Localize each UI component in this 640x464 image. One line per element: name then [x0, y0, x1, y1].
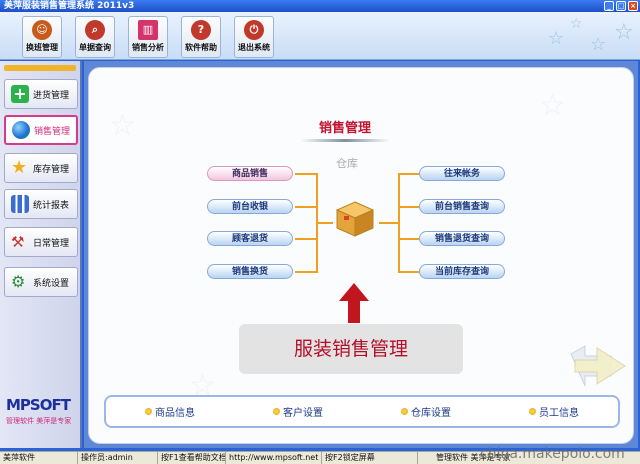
status-website: http://www.mpsoft.net: [226, 452, 322, 464]
logo-slogan: 管理软件 美萍是专家: [6, 417, 72, 425]
toolbar-label: 换班管理: [26, 43, 58, 52]
status-lock-hint: 按F2锁定屏幕: [322, 452, 418, 464]
sales-return-query-button[interactable]: 销售退货查询: [419, 231, 505, 246]
magnifier-icon: ⌕: [85, 20, 105, 40]
front-cashier-button[interactable]: 前台收银: [207, 199, 293, 214]
goods-info-link[interactable]: 商品信息: [145, 404, 195, 419]
customer-return-button[interactable]: 顾客退货: [207, 231, 293, 246]
sales-exchange-button[interactable]: 销售换货: [207, 264, 293, 279]
decorative-star-icon: ☆: [570, 16, 583, 32]
nav-label: 系统设置: [33, 278, 70, 289]
maximize-icon[interactable]: □: [616, 1, 626, 11]
tools-icon: ⚒: [11, 233, 25, 251]
accounts-button[interactable]: 往来帐务: [419, 166, 505, 181]
exit-icon: ⏻: [244, 20, 264, 40]
close-icon[interactable]: ×: [628, 1, 638, 11]
warehouse-settings-link[interactable]: 仓库设置: [401, 404, 451, 419]
page-title: 销售管理: [299, 118, 391, 142]
toolbar-shift-button[interactable]: ☺ 换班管理: [22, 16, 62, 58]
gear-icon: ⚙: [11, 272, 26, 291]
toolbar-query-button[interactable]: ⌕ 单据查询: [75, 16, 115, 58]
warehouse-box-icon[interactable]: [335, 200, 375, 238]
bullet-icon: [273, 408, 280, 415]
stock-query-button[interactable]: 当前库存查询: [419, 264, 505, 279]
content-canvas: ☆ ☆ ☆ 销售管理 商品销售 前台收银 顾客退货 销售换货 往来帐务 前台销售…: [88, 67, 634, 444]
users-icon: ☺: [32, 20, 52, 40]
toolbar-label: 单据查询: [79, 43, 111, 52]
status-slogan: 管理软件 美萍是专家: [436, 453, 511, 462]
window-controls: _ □ ×: [604, 1, 638, 11]
nav-label: 日常管理: [33, 238, 70, 249]
window-titlebar: 美萍服装销售管理系统 2011v3 _ □ ×: [0, 0, 640, 12]
main-panel: ☆ ☆ ☆ 销售管理 商品销售 前台收银 顾客退货 销售换货 往来帐务 前台销售…: [84, 61, 638, 448]
decorative-star-icon: ☆: [548, 28, 565, 49]
quick-links-bar: 商品信息 客户设置 仓库设置 员工信息: [104, 395, 620, 428]
link-label: 商品信息: [155, 408, 195, 419]
toolbar-help-button[interactable]: ? 软件帮助: [181, 16, 221, 58]
nav-item-settings[interactable]: ⚙ 系统设置: [4, 267, 78, 297]
staff-info-link[interactable]: 员工信息: [529, 404, 579, 419]
nav-item-sales[interactable]: 销售管理: [4, 115, 78, 145]
warehouse-label: 仓库: [336, 157, 358, 170]
connector-lines: [295, 173, 419, 273]
report-icon: [11, 195, 29, 213]
star-icon: ★: [11, 157, 28, 178]
toolbar-analysis-button[interactable]: ▥ 销售分析: [128, 16, 168, 58]
minimize-icon[interactable]: _: [604, 1, 614, 11]
bar-chart-icon: ▥: [138, 20, 158, 40]
nav-item-purchase[interactable]: + 进货管理: [4, 79, 78, 109]
status-operator: 操作员:admin: [78, 452, 158, 464]
brand-logo: MPSOFT 管理软件 美萍是专家: [6, 396, 71, 426]
site-watermark: china.makepolo.com: [480, 446, 625, 462]
status-app: 美萍软件: [0, 452, 78, 464]
logo-wordmark: MPSOFT: [6, 396, 71, 414]
status-bar: 美萍软件 操作员:admin 按F1查看帮助文档 http://www.mpso…: [0, 451, 640, 464]
left-navigation: + 进货管理 销售管理 ★ 库存管理 统计报表 ⚒ 日常管理 ⚙ 系统设置 MP…: [0, 61, 82, 448]
globe-icon: [12, 121, 30, 139]
nav-item-reports[interactable]: 统计报表: [4, 189, 78, 219]
plus-icon: +: [11, 85, 29, 103]
nav-top-divider: [4, 65, 76, 71]
sales-goods-button[interactable]: 商品销售: [207, 166, 293, 181]
link-label: 客户设置: [283, 408, 323, 419]
link-label: 仓库设置: [411, 408, 451, 419]
nav-label: 统计报表: [33, 200, 70, 211]
bullet-icon: [145, 408, 152, 415]
decorative-star-icon: ☆: [590, 34, 607, 55]
arrow-up-icon: [339, 283, 369, 323]
toolbar-label: 退出系统: [238, 43, 270, 52]
nav-label: 库存管理: [33, 164, 70, 175]
customer-settings-link[interactable]: 客户设置: [273, 404, 323, 419]
system-banner: 服装销售管理: [239, 324, 463, 374]
bullet-icon: [529, 408, 536, 415]
window-title: 美萍服装销售管理系统 2011v3: [4, 1, 135, 11]
link-label: 员工信息: [539, 408, 579, 419]
main-toolbar: ☺ 换班管理 ⌕ 单据查询 ▥ 销售分析 ? 软件帮助 ⏻ 退出系统 ☆ ☆ ☆…: [0, 12, 640, 60]
nav-item-inventory[interactable]: ★ 库存管理: [4, 153, 78, 183]
toolbar-exit-button[interactable]: ⏻ 退出系统: [234, 16, 274, 58]
toolbar-label: 销售分析: [132, 43, 164, 52]
help-icon: ?: [191, 20, 211, 40]
nav-item-daily[interactable]: ⚒ 日常管理: [4, 227, 78, 257]
background-star-icon: ☆: [109, 108, 136, 143]
status-help-hint: 按F1查看帮助文档: [158, 452, 226, 464]
nav-label: 进货管理: [33, 90, 70, 101]
toolbar-label: 软件帮助: [185, 43, 217, 52]
background-star-icon: ☆: [539, 88, 566, 123]
nav-label: 销售管理: [34, 126, 71, 137]
bullet-icon: [401, 408, 408, 415]
front-sales-query-button[interactable]: 前台销售查询: [419, 199, 505, 214]
page-arrows-icon: [570, 345, 626, 387]
decorative-star-icon: ☆: [614, 20, 634, 45]
